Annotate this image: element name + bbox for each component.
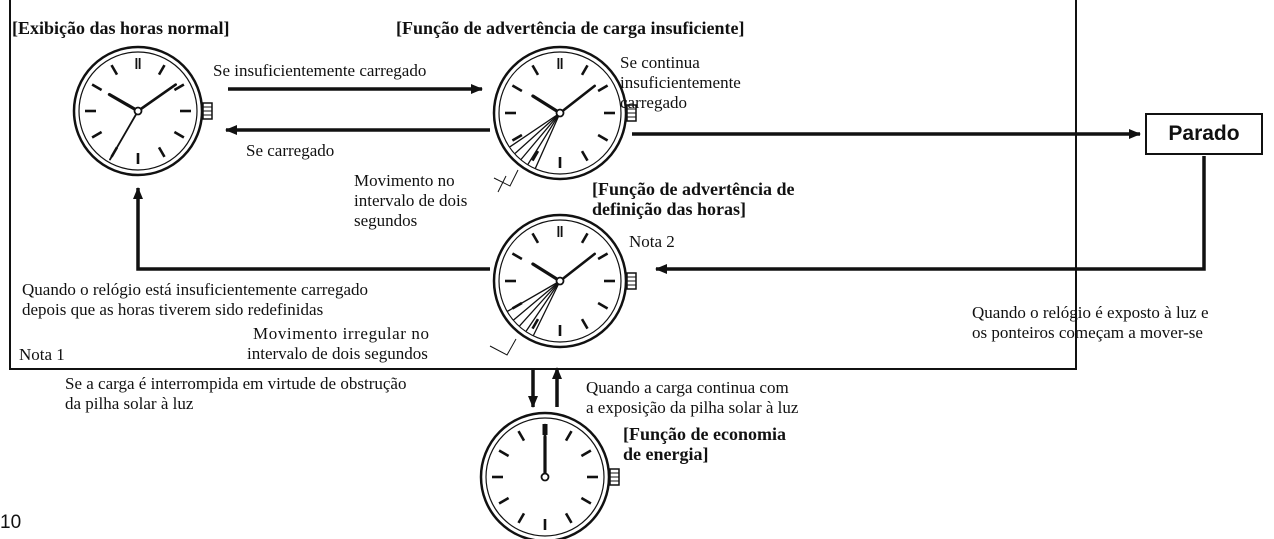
hour-marker <box>517 430 526 442</box>
second-hand-step <box>507 280 561 312</box>
center-pin <box>555 276 565 286</box>
hour-marker <box>157 64 166 76</box>
center-pin <box>555 108 565 118</box>
hour-hand <box>531 262 562 283</box>
hour-marker <box>91 130 103 139</box>
hour-hand <box>107 92 140 113</box>
label-normal-display: [Exibição das horas normal] <box>12 18 230 38</box>
hour-marker <box>580 449 592 458</box>
text-two-second-move-3: segundos <box>354 211 418 230</box>
text-charge-interrupted-1: Se a carga é interrompida em virtude de … <box>65 374 407 393</box>
text-still-insufficient-2: insuficientemente <box>620 73 741 92</box>
label-power-saving-1: [Função de economia <box>623 424 786 444</box>
text-irregular-move-1: Movimento irregular no <box>253 324 430 343</box>
hour-marker <box>517 512 526 524</box>
hour-marker <box>580 232 589 244</box>
clock-dial <box>485 417 605 537</box>
hour-marker <box>498 496 510 505</box>
text-note-2: Nota 2 <box>629 232 675 251</box>
text-two-second-move-2: intervalo de dois <box>354 191 468 210</box>
minute-hand <box>558 84 597 115</box>
hour-marker <box>173 130 185 139</box>
arrow-light-exposed <box>655 156 1206 274</box>
page-number: 10 <box>0 512 22 533</box>
motion-indicator-irregular <box>489 338 517 356</box>
hour-marker <box>564 512 573 524</box>
hour-marker <box>91 83 103 92</box>
second-hand-step <box>533 280 561 336</box>
clock-dial <box>78 51 198 171</box>
hour-marker <box>597 301 609 310</box>
text-two-second-move-1: Movimento no <box>354 171 455 190</box>
label-time-setting-warning-2: definição das horas] <box>592 199 747 219</box>
minute-hand <box>136 83 177 113</box>
clock-normal-display <box>72 45 213 177</box>
hour-marker <box>157 146 166 158</box>
hour-marker <box>580 150 589 162</box>
hour-marker <box>531 318 540 330</box>
clock-power-saving <box>479 411 620 539</box>
diagram-frame <box>9 0 1077 370</box>
hour-marker <box>110 64 119 76</box>
hour-marker <box>597 133 609 142</box>
clock-low-charge-warning <box>492 45 637 181</box>
label-power-saving-2: de energia] <box>623 444 709 464</box>
hour-marker <box>580 64 589 76</box>
hour-marker <box>580 496 592 505</box>
second-hand-step <box>509 112 561 148</box>
label-low-charge-warning: [Função de advertência de carga insufici… <box>396 18 745 38</box>
clock-dial <box>498 219 622 343</box>
center-pin <box>540 472 550 482</box>
arrow-insufficient-after-reset <box>133 187 490 271</box>
text-insufficient-after-reset-1: Quando o relógio está insuficientemente … <box>22 280 369 299</box>
text-still-insufficient-3: carregado <box>620 93 688 112</box>
second-hand-step <box>513 280 561 321</box>
text-if-charged: Se carregado <box>246 141 335 160</box>
text-still-insufficient-1: Se continua <box>620 53 700 72</box>
clock-time-setting-warning <box>492 213 637 349</box>
second-hand-step <box>525 280 561 332</box>
hour-marker <box>564 430 573 442</box>
hour-marker <box>597 252 609 261</box>
hour-marker <box>511 133 523 142</box>
state-stopped-label: Parado <box>1168 122 1240 145</box>
text-exposed-to-light-2: os ponteiros começam a mover-se <box>972 323 1203 342</box>
second-hand-step <box>514 112 561 154</box>
text-charge-continues-1: Quando a carga continua com <box>586 378 789 397</box>
text-exposed-to-light-1: Quando o relógio é exposto à luz e <box>972 303 1209 322</box>
hour-marker <box>531 150 540 162</box>
second-hand-step <box>519 280 561 327</box>
text-if-insufficiently-charged: Se insuficientemente carregado <box>213 61 427 80</box>
hour-marker <box>531 232 540 244</box>
text-charge-interrupted-2: da pilha solar à luz <box>65 394 194 413</box>
text-charge-continues-2: a exposição da pilha solar à luz <box>586 398 799 417</box>
second-hand <box>109 110 139 161</box>
clock-dial <box>498 51 622 175</box>
second-hand-step <box>527 112 561 165</box>
hour-marker <box>597 84 609 93</box>
text-insufficient-after-reset-2: depois que as horas tiverem sido redefin… <box>22 300 324 319</box>
label-time-setting-warning-1: [Função de advertência de <box>592 179 795 199</box>
hour-marker <box>511 252 523 261</box>
state-stopped-box: Parado <box>1145 113 1263 155</box>
minute-hand <box>558 252 597 283</box>
motion-indicator <box>493 169 519 187</box>
hour-hand <box>531 94 562 115</box>
hour-marker <box>580 318 589 330</box>
hour-marker <box>531 64 540 76</box>
center-pin <box>133 106 143 116</box>
hour-marker <box>173 83 185 92</box>
second-hand-step <box>534 112 561 169</box>
text-note-1: Nota 1 <box>19 345 65 364</box>
hour-marker <box>511 84 523 93</box>
text-irregular-move-2: intervalo de dois segundos <box>247 344 428 363</box>
second-hand-step <box>520 112 561 160</box>
hour-marker <box>498 449 510 458</box>
